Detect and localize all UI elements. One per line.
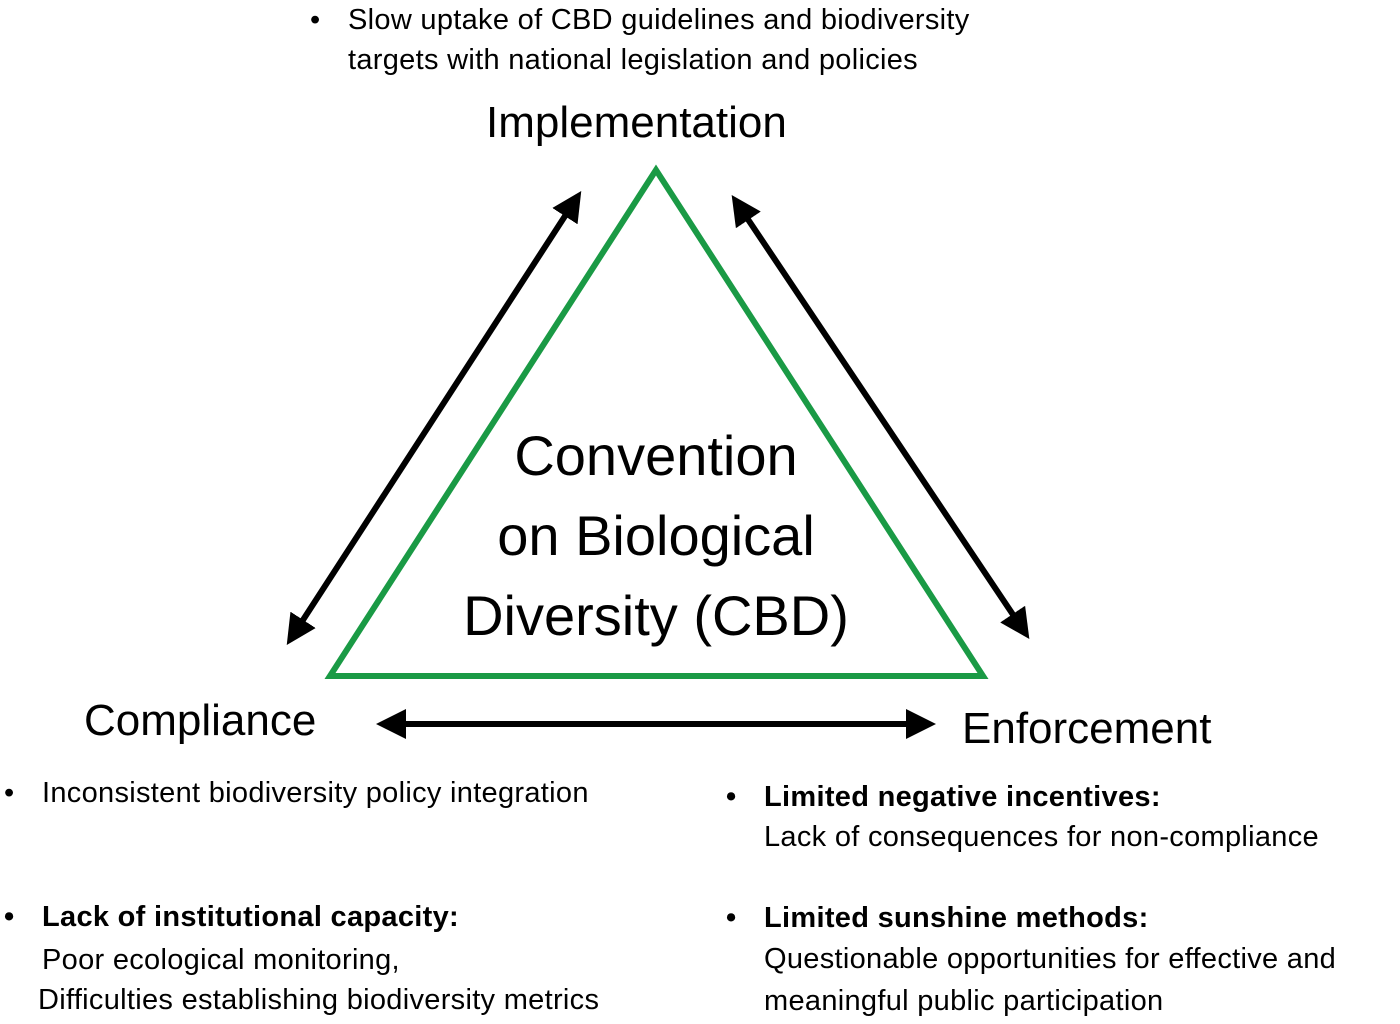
enforcement-bullet-2: Limited sunshine methods: [726,898,1149,938]
compliance-bullet-1-text: Inconsistent biodiversity policy integra… [42,777,589,809]
enforcement-bullet-2-line2: meaningful public participation [764,985,1164,1017]
implementation-bullet-line2: targets with national legislation and po… [348,44,918,76]
implementation-bullet-line1: Slow uptake of CBD guidelines and biodiv… [348,4,970,36]
enforcement-bullet-1-line1: Lack of consequences for non-compliance [764,821,1319,853]
enforcement-bullet-2-title: Limited sunshine methods: [764,902,1149,934]
center-title-line2: on Biological [497,504,815,567]
compliance-bullet-2: Lack of institutional capacity: [4,897,459,937]
compliance-label: Compliance [84,696,317,745]
enforcement-bullet-2-line1: Questionable opportunities for effective… [764,943,1337,975]
center-title-line3: Diversity (CBD) [463,584,849,647]
compliance-bullet-2-title: Lack of institutional capacity: [42,901,459,933]
arrow-compliance-implementation [286,190,582,646]
enforcement-bullet-1: Limited negative incentives: [726,777,1161,817]
compliance-bullet-1: Inconsistent biodiversity policy integra… [4,773,589,813]
enforcement-bullet-1-title: Limited negative incentives: [764,781,1161,813]
center-title-line1: Convention [514,424,798,487]
arrow-implementation-enforcement [731,195,1030,639]
implementation-bullet: Slow uptake of CBD guidelines and biodiv… [310,0,970,40]
compliance-bullet-2-line1: Poor ecological monitoring, [42,944,400,976]
compliance-bullet-2-line2: Difficulties establishing biodiversity m… [38,984,600,1016]
implementation-label: Implementation [486,98,787,147]
enforcement-label: Enforcement [962,704,1212,753]
